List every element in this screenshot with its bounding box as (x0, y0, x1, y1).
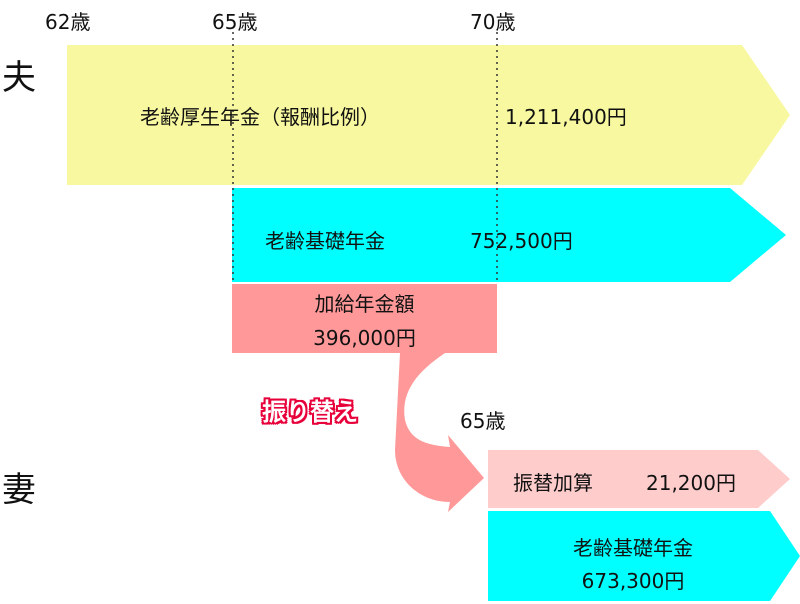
kousei-amount: 1,211,400円 (505, 105, 627, 129)
wife-furikae-arrow (488, 450, 790, 508)
kakyu-amount: 396,000円 (313, 326, 416, 350)
age-70-label: 70歳 (470, 10, 516, 34)
wife-kiso-arrow (488, 511, 800, 601)
transfer-curved-arrow (395, 353, 484, 512)
wife-label: 妻 (2, 470, 36, 510)
wife-furikae-label: 振替加算 (513, 471, 593, 495)
age-65-label: 65歳 (212, 10, 258, 34)
husband-kakyu-box (232, 284, 497, 353)
kakyu-label: 加給年金額 (314, 292, 415, 316)
wife-furikae-amount: 21,200円 (646, 471, 736, 495)
husband-label: 夫 (2, 58, 36, 98)
husband-kiso-label: 老齢基礎年金 (265, 229, 385, 253)
husband-kousei-arrow (67, 45, 790, 185)
kousei-label: 老齢厚生年金（報酬比例） (140, 105, 380, 129)
wife-age-65-label: 65歳 (460, 409, 506, 433)
husband-kiso-amount: 752,500円 (470, 229, 573, 253)
age-62-label: 62歳 (45, 10, 91, 34)
wife-kiso-amount: 673,300円 (581, 569, 685, 593)
transfer-label: 振り替え (262, 398, 358, 426)
wife-kiso-label: 老齢基礎年金 (573, 536, 693, 560)
husband-kiso-arrow (232, 188, 786, 282)
